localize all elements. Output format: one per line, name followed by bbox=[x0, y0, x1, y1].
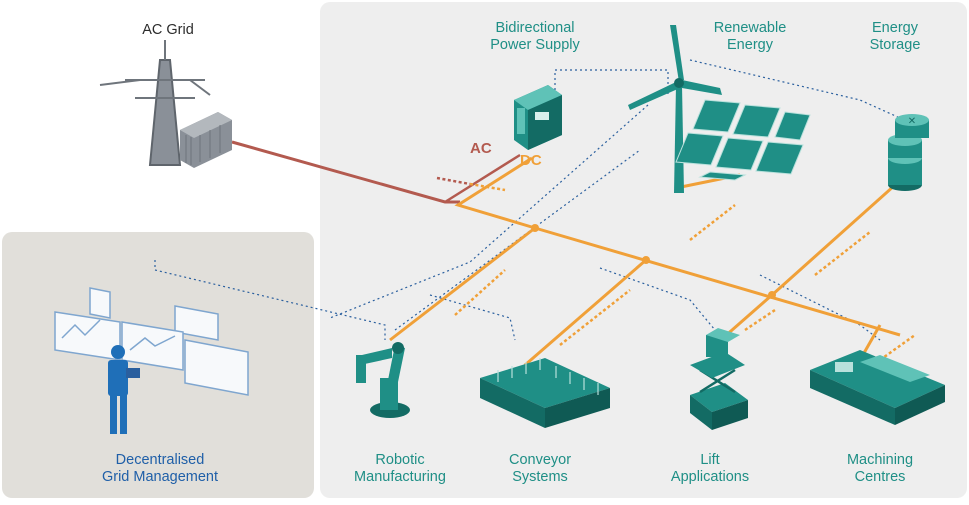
pylon-icon bbox=[99, 40, 211, 166]
machining-centre-icon bbox=[810, 350, 945, 425]
robot-arm-icon bbox=[356, 342, 410, 418]
conveyor-label: Conveyor Systems bbox=[508, 452, 572, 485]
grid-management-label: Decentralised Grid Management bbox=[101, 452, 219, 485]
energy-storage-icon: ✕ bbox=[888, 114, 929, 191]
wind-turbine-icon bbox=[628, 25, 722, 193]
bus-junctions bbox=[531, 224, 776, 299]
ac-grid-label: AC Grid bbox=[142, 22, 194, 38]
storage-label: Energy Storage bbox=[869, 20, 921, 53]
flow-arrows bbox=[436, 176, 916, 362]
operator-person-icon bbox=[108, 345, 140, 434]
lift-label: Lift Applications bbox=[670, 452, 750, 485]
renewable-label: Renewable Energy bbox=[713, 20, 787, 53]
bidirectional-label: Bidirectional Power Supply bbox=[490, 20, 580, 53]
dc-tag: DC bbox=[520, 152, 542, 169]
conveyor-icon bbox=[480, 358, 610, 428]
transformer-icon bbox=[180, 112, 232, 168]
machining-label: Machining Centres bbox=[846, 452, 914, 485]
robotic-label: Robotic Manufacturing bbox=[354, 452, 446, 485]
solar-panels-icon bbox=[675, 99, 811, 181]
power-supply-icon bbox=[514, 85, 562, 150]
lift-icon bbox=[690, 328, 748, 430]
monitor-screens-icon bbox=[54, 287, 249, 396]
svg-text:✕: ✕ bbox=[908, 116, 916, 127]
ac-link bbox=[444, 153, 521, 204]
factory-panel bbox=[320, 2, 967, 498]
ac-tag: AC bbox=[470, 140, 492, 157]
